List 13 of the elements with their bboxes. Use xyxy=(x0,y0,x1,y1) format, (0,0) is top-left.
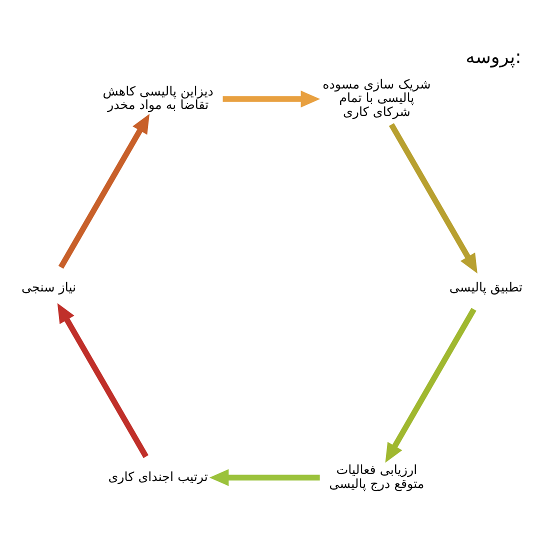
arrow xyxy=(385,308,476,463)
node-text: دیزاین پالیسی کاهش تقاضا به مواد مخدر xyxy=(102,83,214,112)
arrow xyxy=(222,90,320,108)
arrow xyxy=(209,469,320,486)
node-text: ارزیابی فعالیات متوقع درج پالیسی xyxy=(329,462,424,491)
diagram-title: پروسه: xyxy=(466,47,522,68)
node-text: شریک سازی مسوده پالیسی با تمام شرکای کاری xyxy=(322,76,431,120)
arrow xyxy=(388,123,478,274)
node-text: ترتیب اجندای کاری xyxy=(108,468,208,484)
arrow xyxy=(58,114,150,269)
arrow xyxy=(57,303,148,458)
node-text: نیاز سنجی xyxy=(21,280,76,295)
node-text: تطبیق پالیسی xyxy=(449,280,523,295)
